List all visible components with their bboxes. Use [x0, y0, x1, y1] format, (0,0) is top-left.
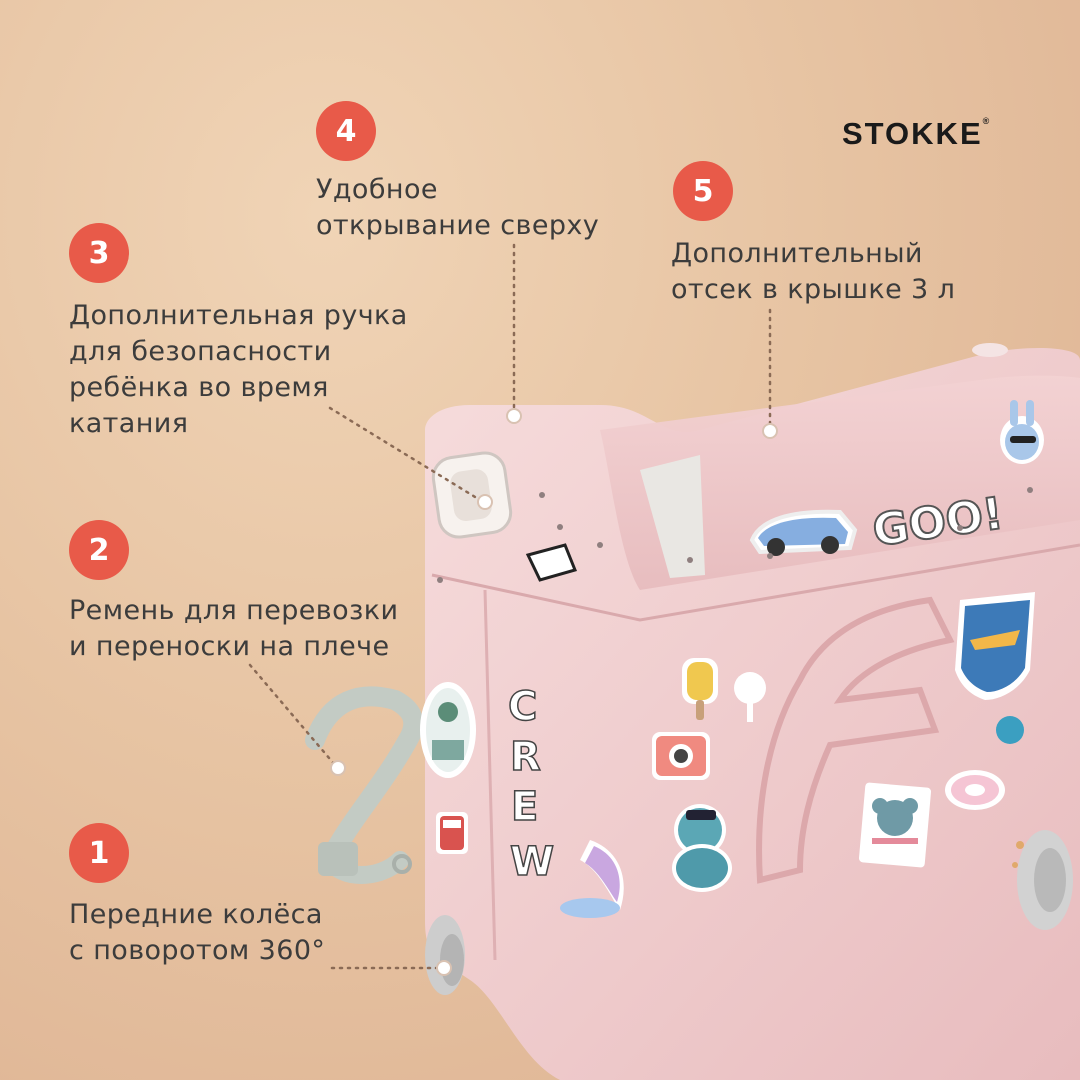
front-wheel	[425, 915, 465, 995]
bus-icon	[436, 812, 468, 854]
crew-letters: C R E W	[507, 683, 555, 886]
camera-icon	[652, 732, 710, 780]
airplane-badge-icon	[955, 592, 1035, 700]
feature-badge-1: 1	[69, 823, 129, 883]
leader-endpoints	[330, 408, 778, 976]
feature-label-5: Дополнительный отсек в крышке 3 л	[671, 238, 956, 305]
svg-text:C: C	[508, 684, 537, 730]
feature-badge-2: 2	[69, 520, 129, 580]
feature-label-1: Передние колёса с поворотом 360°	[69, 899, 326, 966]
leader-lines	[248, 243, 772, 970]
car-sticker-icon	[749, 509, 858, 556]
cotton-candy-icon	[734, 672, 766, 722]
feature-badge-3: 3	[69, 223, 129, 283]
shoulder-strap	[305, 686, 424, 884]
logo-sticker	[525, 543, 578, 582]
bunny-sticker-icon	[1000, 400, 1044, 464]
bear-icon	[672, 804, 732, 892]
island-icon	[420, 682, 476, 778]
safety-handle	[431, 451, 513, 539]
svg-text:E: E	[511, 784, 538, 830]
koala-icon	[858, 782, 932, 868]
snorkel-icon	[996, 716, 1024, 744]
ice-cream-icon	[682, 658, 718, 720]
svg-text:W: W	[510, 839, 554, 885]
feature-badge-5: 5	[673, 161, 733, 221]
f-emblem	[756, 596, 955, 884]
svg-text:R: R	[510, 734, 541, 780]
feature-label-4: Удобное открывание сверху	[316, 174, 600, 241]
unicorn-float-icon	[945, 770, 1005, 810]
brand-logo: STOKKE®	[842, 116, 992, 151]
moon-icon	[560, 840, 624, 918]
feature-badge-4: 4	[316, 101, 376, 161]
right-wheel	[1017, 830, 1073, 930]
feature-label-3: Дополнительная ручка для безопасности ре…	[69, 300, 408, 439]
feature-label-2: Ремень для перевозки и переноски на плеч…	[69, 595, 399, 662]
